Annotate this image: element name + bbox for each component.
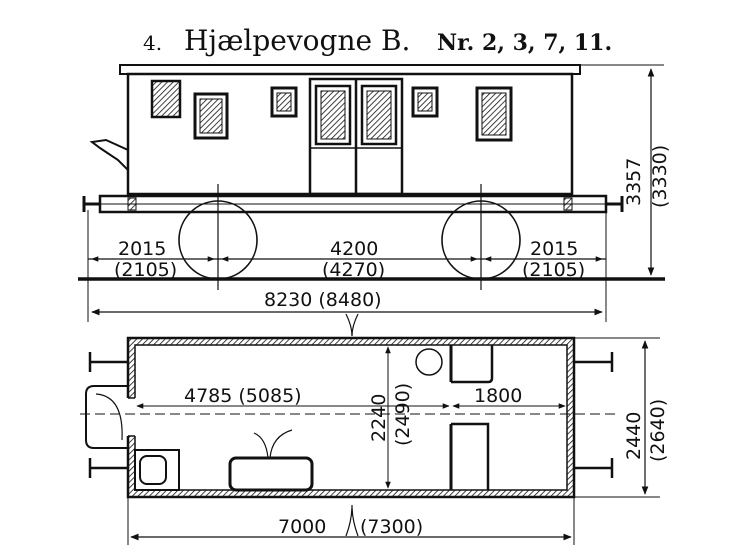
door-window-left [314,84,352,146]
wall-bottom-hatch [135,490,567,497]
bench-swing-right [269,429,293,459]
window-4 [475,86,513,142]
dim-wheelbase-alt: (4270) [322,259,385,281]
axlebox-right [563,197,573,211]
window-inner-1 [199,98,223,134]
end-platform [85,385,128,449]
side-view: 2015 (2105) 4200 (4270) 2015 (2105) 8230… [78,64,671,322]
basin [139,455,167,485]
wall-right-hatch [567,338,574,497]
stove [415,348,443,376]
dim-height: 3357 [623,158,645,206]
window-1 [193,92,229,140]
plan-view: 4785 (5085) 1800 2240 (2490) 2440 (2640)… [80,313,669,545]
partition-compartment [451,345,494,384]
partition-compartment-low [451,422,490,490]
plan-outer-wall [126,336,576,499]
handrail [89,138,129,171]
door-window-right-inner [366,90,392,140]
dim-height-alt: (3330) [649,145,671,208]
dim-body-length: 7000 [278,516,326,538]
dim-inner-length-left: 4785 (5085) [184,385,302,407]
door-window-right [360,84,398,146]
cabinet-bottom-left [134,449,180,491]
roof [119,64,581,75]
wall-top-hatch [135,338,567,345]
title-number: 4. [143,31,162,55]
axlebox-left [127,197,137,211]
window-2 [270,86,298,118]
dim-body-length-alt: (7300) [360,516,423,538]
dim-wheelbase: 4200 [330,238,378,260]
dim-length-left-alt: (2105) [114,259,177,281]
window-3 [411,86,439,118]
end-door-gap-left [126,398,137,436]
title-car-numbers: Nr. 2, 3, 7, 11. [437,30,612,56]
dim-outer-width-alt: (2640) [647,399,669,462]
dim-inner-length-right: 1800 [474,385,522,407]
dim-length-right-alt: (2105) [522,259,585,281]
dim-overall-length: 8230 (8480) [264,289,382,311]
window-inner-2 [276,92,292,112]
dim-inner-width-alt: (2490) [392,383,414,446]
plan-inner-wall [134,344,568,491]
bench [228,456,314,492]
length-marker-top [345,313,359,337]
dim-inner-width: 2240 [368,394,390,442]
bench-swing-left [253,432,269,459]
dim-length-left: 2015 [118,238,166,260]
end-door-swing [95,393,123,441]
dim-length-right: 2015 [530,238,578,260]
window-inner-4 [481,92,507,136]
dim-outer-width: 2440 [623,412,645,460]
window-hatched-1 [150,79,182,119]
title-name: Hjælpevogne B. [184,24,410,57]
length-marker-bottom [345,504,359,537]
door-window-left-inner [320,90,346,140]
window-inner-3 [417,92,433,112]
